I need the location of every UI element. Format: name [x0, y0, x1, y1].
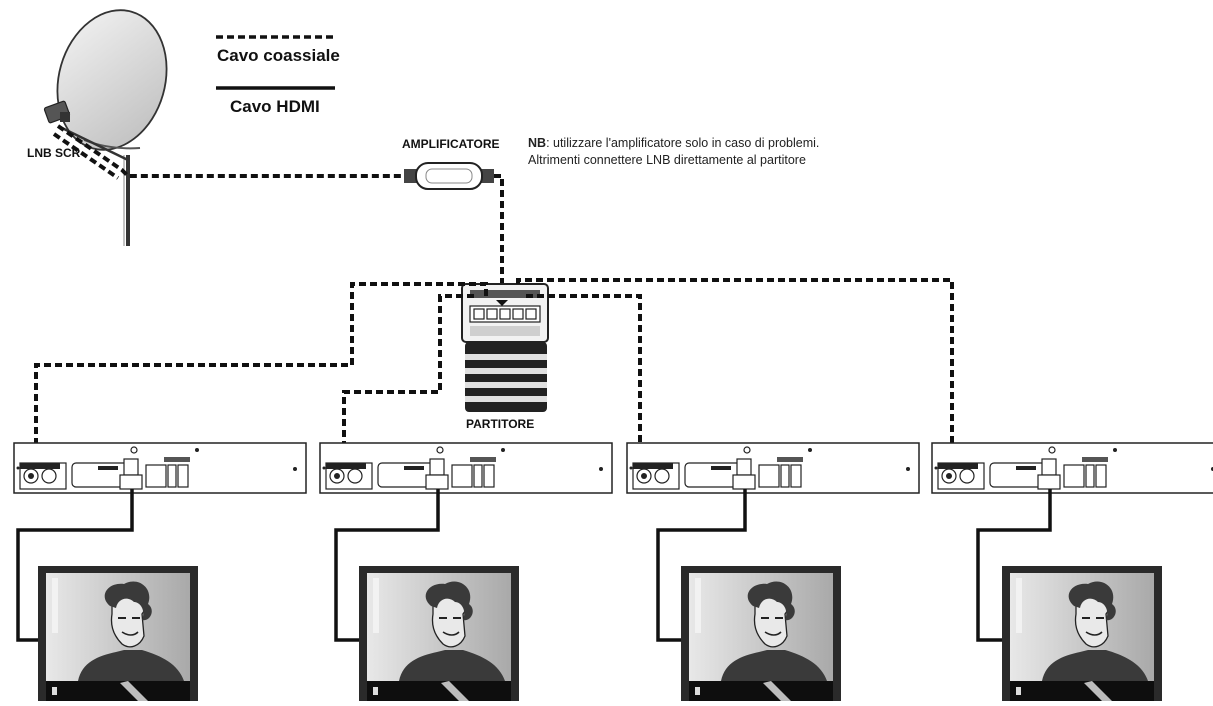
- hdmi-receiver-2-to-tv-2: [334, 489, 440, 642]
- receiver-4: [931, 442, 1213, 494]
- amplifier-device: [404, 162, 494, 190]
- coax-amplifier-to-splitter: [494, 174, 504, 286]
- amplifier-label: AMPLIFICATORE: [402, 137, 500, 151]
- lnb-icon: [43, 100, 71, 124]
- tv-2: [358, 565, 520, 702]
- tv-4: [1001, 565, 1163, 702]
- hdmi-receiver-4-to-tv-4: [976, 489, 1052, 642]
- receiver-3: [626, 442, 920, 494]
- lnb-label: LNB SCR: [27, 146, 81, 160]
- coax-splitter-to-receiver-1: [34, 282, 488, 462]
- coax-splitter-to-receiver-4: [516, 278, 954, 462]
- splitter-label: PARTITORE: [466, 417, 535, 431]
- hdmi-receiver-3-to-tv-3: [656, 489, 747, 642]
- note-line-1: : utilizzare l'amplificatore solo in cas…: [546, 136, 820, 150]
- note-text: NB: utilizzare l'amplificatore solo in c…: [528, 135, 819, 169]
- tv-1: [37, 565, 199, 702]
- hdmi-receiver-1-to-tv-1: [16, 489, 134, 642]
- receiver-2: [319, 442, 613, 494]
- legend-hdmi-label: Cavo HDMI: [230, 97, 320, 116]
- receiver-1: [13, 442, 307, 494]
- legend-coax-label: Cavo coassiale: [217, 46, 340, 65]
- splitter-device: [461, 283, 549, 412]
- coax-splitter-to-receiver-3: [526, 294, 642, 462]
- satellite-dish: [43, 9, 168, 246]
- coax-lnb-to-amplifier: [56, 124, 405, 178]
- tv-3: [680, 565, 842, 702]
- note-prefix: NB: [528, 136, 547, 150]
- coax-splitter-to-receiver-2: [342, 294, 474, 462]
- note-line-2: Altrimenti connettere LNB direttamente a…: [528, 153, 806, 167]
- coax-lnb-return: [52, 132, 120, 180]
